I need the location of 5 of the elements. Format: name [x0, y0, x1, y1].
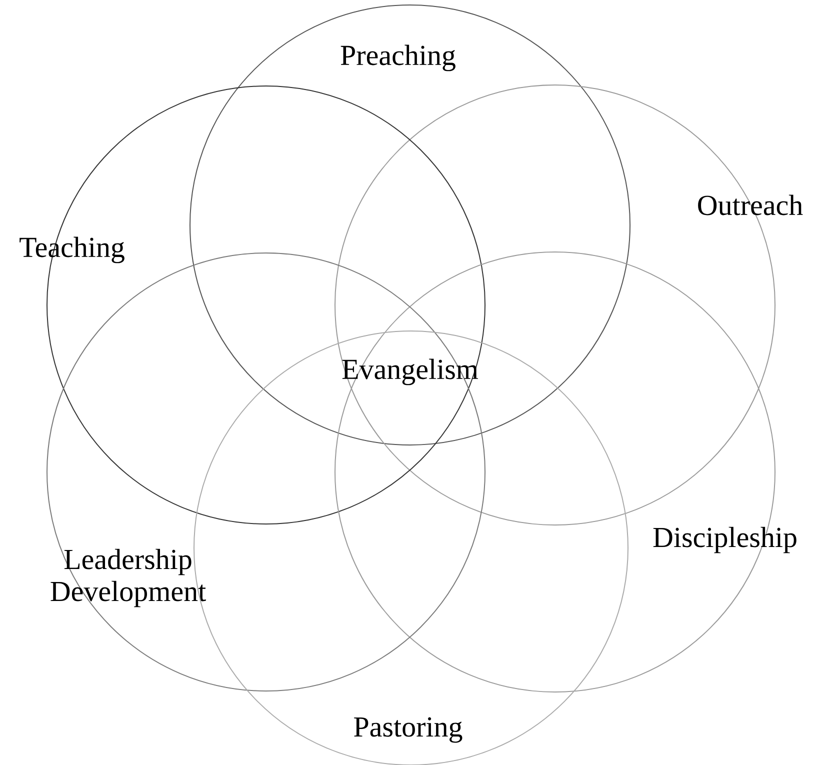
circle-label: Preaching	[340, 44, 456, 72]
circle-label: Discipleship	[653, 526, 796, 554]
circle-label: Leadership Development	[50, 548, 206, 608]
circle-label: Outreach	[698, 194, 803, 216]
circle-label: Pastoring	[354, 717, 462, 743]
